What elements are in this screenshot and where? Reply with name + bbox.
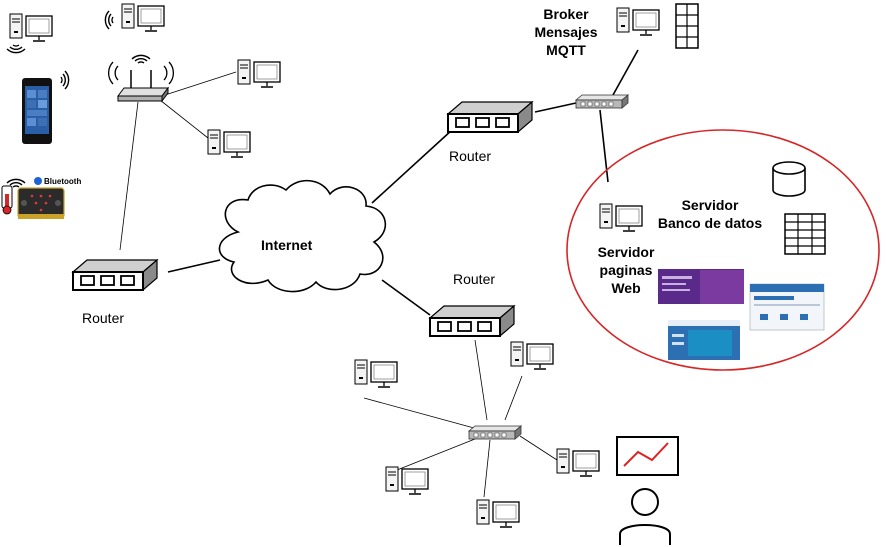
wifi-icon-pc-1 bbox=[6, 44, 26, 54]
web-server-label: Servidor paginas Web bbox=[588, 243, 664, 297]
smartphone-icon bbox=[22, 78, 52, 144]
connection-lines bbox=[119, 49, 639, 498]
internet-cloud-icon bbox=[218, 179, 387, 293]
router-bottom-label: Router bbox=[453, 271, 496, 287]
computer-icon-lan-d bbox=[476, 499, 520, 528]
internet-label: Internet bbox=[261, 237, 313, 253]
computer-icon-ap-2 bbox=[207, 129, 251, 158]
link-ap-pc2 bbox=[159, 99, 209, 139]
link-bottom-router-switch bbox=[474, 339, 488, 421]
switch-broker-icon bbox=[575, 94, 629, 109]
wireless-access-point-icon bbox=[107, 54, 175, 103]
wifi-icon-pc-2 bbox=[104, 10, 114, 30]
link-switch-pc-a bbox=[363, 397, 475, 429]
router-top-label: Router bbox=[449, 148, 492, 164]
web-server-label-line-2: paginas bbox=[599, 262, 653, 278]
data-table-icon bbox=[784, 213, 826, 255]
computer-icon-wireless-2 bbox=[121, 3, 165, 32]
link-left-router-internet bbox=[167, 259, 221, 273]
link-switch-pc-c bbox=[391, 436, 481, 473]
bluetooth-label: Bluetooth bbox=[44, 177, 81, 186]
link-switch-pc-b bbox=[504, 375, 523, 421]
computer-icon-lan-a bbox=[354, 359, 398, 388]
webpage-thumbnail-2 bbox=[749, 283, 825, 331]
server-group-outline bbox=[566, 129, 880, 371]
db-server-label-line-2: Banco de datos bbox=[657, 215, 763, 231]
link-switch-broker bbox=[612, 49, 639, 96]
computer-icon-wireless-1 bbox=[9, 13, 53, 42]
computer-icon-lan-c bbox=[385, 466, 429, 495]
web-server-label-line-1: Servidor bbox=[597, 244, 655, 260]
switch-bottom-icon bbox=[468, 425, 522, 440]
db-server-label: Servidor Banco de datos bbox=[650, 196, 770, 232]
link-top-router-switch bbox=[534, 102, 577, 113]
computer-icon-lan-e bbox=[556, 448, 600, 477]
broker-label-line-3: MQTT bbox=[546, 42, 586, 58]
webpage-thumbnail-3 bbox=[668, 320, 740, 360]
router-left-label: Router bbox=[82, 310, 125, 326]
link-switch-webserver bbox=[599, 109, 609, 183]
broker-label: Broker Mensajes MQTT bbox=[526, 5, 606, 59]
broker-label-line-1: Broker bbox=[543, 6, 589, 22]
storage-rack-icon bbox=[675, 3, 699, 49]
link-ap-left-router bbox=[119, 101, 139, 251]
link-switch-pc-e bbox=[519, 435, 558, 461]
web-server-label-line-3: Web bbox=[611, 280, 641, 296]
microbit-board-icon bbox=[1, 185, 65, 219]
computer-icon-webserver bbox=[599, 203, 643, 232]
database-icon bbox=[772, 161, 806, 197]
user-icon bbox=[619, 488, 671, 545]
broker-label-line-2: Mensajes bbox=[534, 24, 598, 40]
webpage-thumbnail-1 bbox=[658, 262, 744, 304]
line-chart-icon bbox=[616, 436, 679, 476]
computer-icon-broker bbox=[616, 7, 660, 36]
router-left-icon bbox=[72, 259, 158, 291]
db-server-label-line-1: Servidor bbox=[681, 197, 739, 213]
router-top-icon bbox=[447, 101, 533, 133]
link-internet-top-router bbox=[371, 129, 453, 204]
link-ap-pc1 bbox=[164, 71, 237, 96]
router-bottom-icon bbox=[429, 305, 515, 337]
wifi-icon-phone bbox=[60, 70, 70, 90]
link-switch-pc-d bbox=[483, 439, 491, 498]
computer-icon-ap-1 bbox=[237, 59, 281, 88]
link-internet-bottom-router bbox=[381, 279, 431, 316]
computer-icon-lan-b bbox=[510, 341, 554, 370]
bluetooth-icon bbox=[34, 177, 42, 185]
